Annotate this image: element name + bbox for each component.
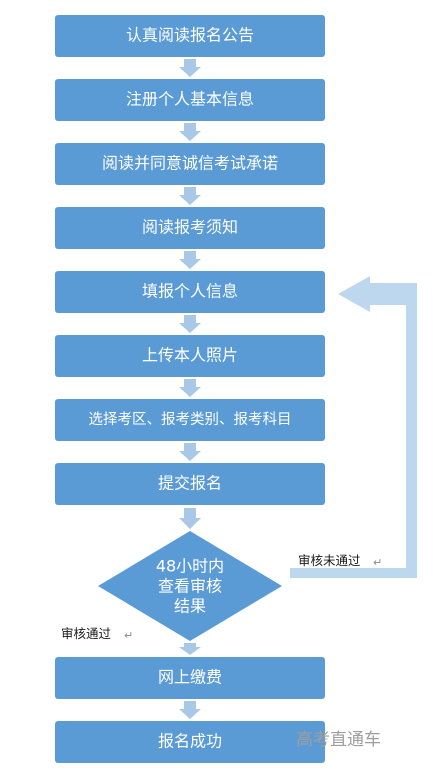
- down-arrow-6: [179, 379, 201, 397]
- step-box-1: 认真阅读报名公告: [55, 15, 325, 57]
- step-label-6: 上传本人照片: [142, 346, 238, 365]
- step-label-4: 阅读报考须知: [142, 218, 238, 237]
- step-label-5: 填报个人信息: [142, 282, 238, 301]
- step-box-5: 填报个人信息: [55, 271, 325, 313]
- down-arrow-4: [179, 251, 201, 269]
- step-box-2: 注册个人基本信息: [55, 79, 325, 121]
- down-arrow-5: [179, 315, 201, 333]
- pass-label: 审核通过: [61, 626, 112, 641]
- step-box-7: 选择考区、报考类别、报考科目: [55, 399, 325, 441]
- step-box-8: 提交报名: [55, 463, 325, 505]
- pass-label-mark: ↵: [124, 629, 133, 642]
- step-box-6: 上传本人照片: [55, 335, 325, 377]
- step-box-9: 网上缴费: [55, 657, 325, 699]
- fail-label: 审核未通过: [298, 553, 361, 568]
- down-arrow-2: [179, 123, 201, 141]
- decision-line-1: 48小时内: [156, 557, 224, 576]
- fail-label-mark: ↵: [373, 556, 382, 569]
- step-label-7: 选择考区、报考类别、报考科目: [89, 411, 292, 428]
- step-label-2: 注册个人基本信息: [126, 90, 254, 109]
- decision-line-3: 结果: [174, 597, 206, 616]
- down-arrow-9: [179, 643, 201, 655]
- down-arrow-8: [179, 508, 201, 529]
- down-arrow-7: [179, 443, 201, 461]
- step-label-3: 阅读并同意诚信考试承诺: [102, 154, 278, 173]
- step-label-9: 网上缴费: [158, 668, 222, 687]
- down-arrow-3: [179, 187, 201, 205]
- step-label-8: 提交报名: [158, 474, 222, 493]
- step-label-10: 报名成功: [158, 732, 222, 751]
- decision-line-2: 查看审核: [158, 577, 222, 596]
- step-box-10: 报名成功: [55, 721, 325, 763]
- decision-diamond: 48小时内 查看审核 结果: [98, 531, 282, 641]
- step-box-3: 阅读并同意诚信考试承诺: [55, 143, 325, 185]
- down-arrow-1: [179, 59, 201, 77]
- step-box-4: 阅读报考须知: [55, 207, 325, 249]
- step-label-1: 认真阅读报名公告: [126, 26, 254, 45]
- down-arrow-10: [179, 701, 201, 719]
- watermark: 高考直通车: [296, 730, 381, 750]
